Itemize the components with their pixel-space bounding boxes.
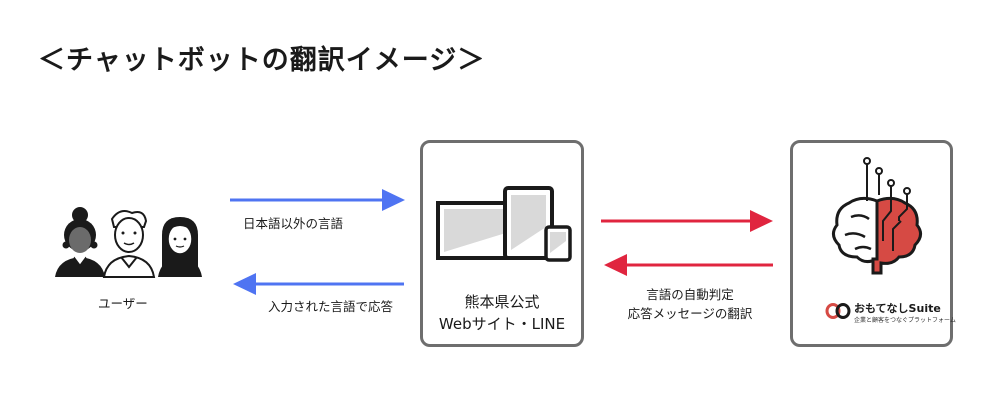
arrow-from-ai-label: 言語の自動判定 応答メッセージの翻訳 [620,285,760,323]
arrow-from-ai-label-line1: 言語の自動判定 [646,287,734,302]
arrow-to-platform [230,189,405,211]
arrow-to-platform-label: 日本語以外の言語 [243,216,344,231]
arrow-from-ai [604,254,773,276]
platform-box: 熊本県公式 Webサイト・LINE [420,140,584,347]
omotenashi-logo-icon [825,303,851,319]
ai-box [790,140,953,347]
ai-brain-icon [832,157,922,275]
arrow-to-users [233,273,404,295]
arrow-to-ai [601,210,773,232]
users-group-icon [55,207,202,278]
brand-name: おもてなしSuite [854,302,941,315]
brand-tagline: 企業と顧客をつなぐプラットフォーム [854,317,956,324]
arrow-to-users-label: 入力された言語で応答 [268,299,394,314]
devices-icon [436,186,572,262]
platform-label-line1: 熊本県公式 [464,293,540,311]
arrow-from-ai-label-line2: 応答メッセージの翻訳 [627,306,753,321]
users-label: ユーザー [98,296,148,311]
page-title: ＜チャットボットの翻訳イメージ＞ [38,45,486,76]
platform-label: 熊本県公式 Webサイト・LINE [423,291,581,335]
platform-label-line2: Webサイト・LINE [438,315,566,333]
